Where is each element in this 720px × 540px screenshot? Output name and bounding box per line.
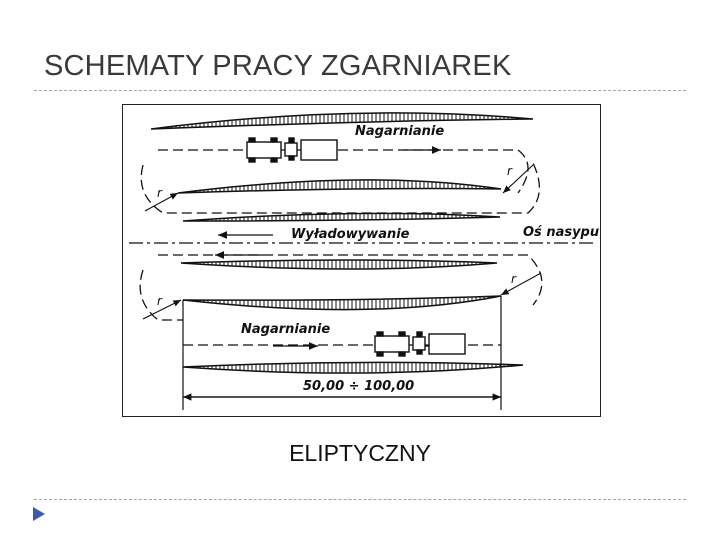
label-unloading: Wyładowywanie	[291, 227, 410, 242]
dimension-label: 50,00 ÷ 100,00	[303, 379, 414, 394]
radius-lines	[142, 164, 542, 320]
footer-divider	[34, 499, 686, 500]
scraper-vehicle-bottom	[374, 331, 466, 357]
diagram-canvas: Nagarnianie Wyładowywanie Oś nasypu Naga…	[129, 112, 599, 410]
label-embankment-axis: Oś nasypu	[523, 225, 599, 240]
label-loading-bottom: Nagarnianie	[241, 322, 330, 337]
earth-strip-5	[182, 295, 502, 311]
scraper-vehicle-top	[246, 137, 338, 163]
title-divider	[34, 90, 686, 91]
slide-title: SCHEMATY PRACY ZGARNIAREK	[44, 50, 512, 82]
radius-label-1: r	[157, 186, 163, 200]
direction-arrows	[215, 146, 458, 350]
next-slide-arrow-icon[interactable]	[31, 506, 47, 522]
dimension-line	[182, 296, 502, 410]
earth-strip-3	[182, 212, 501, 222]
radius-label-4: r	[511, 272, 517, 286]
scraper-work-diagram: Nagarnianie Wyładowywanie Oś nasypu Naga…	[122, 104, 601, 417]
earth-strips	[150, 112, 534, 374]
earth-strip-4	[180, 259, 498, 270]
label-loading-top: Nagarnianie	[355, 124, 444, 139]
radius-label-3: r	[157, 294, 163, 308]
diagram-caption: ELIPTYCZNY	[289, 440, 431, 466]
travel-paths	[139, 149, 543, 346]
earth-strip-2	[177, 179, 502, 194]
upper-loop	[140, 149, 540, 214]
radius-label-2: r	[507, 164, 513, 178]
earth-strip-6	[182, 361, 524, 374]
earth-strip-1	[150, 112, 534, 130]
